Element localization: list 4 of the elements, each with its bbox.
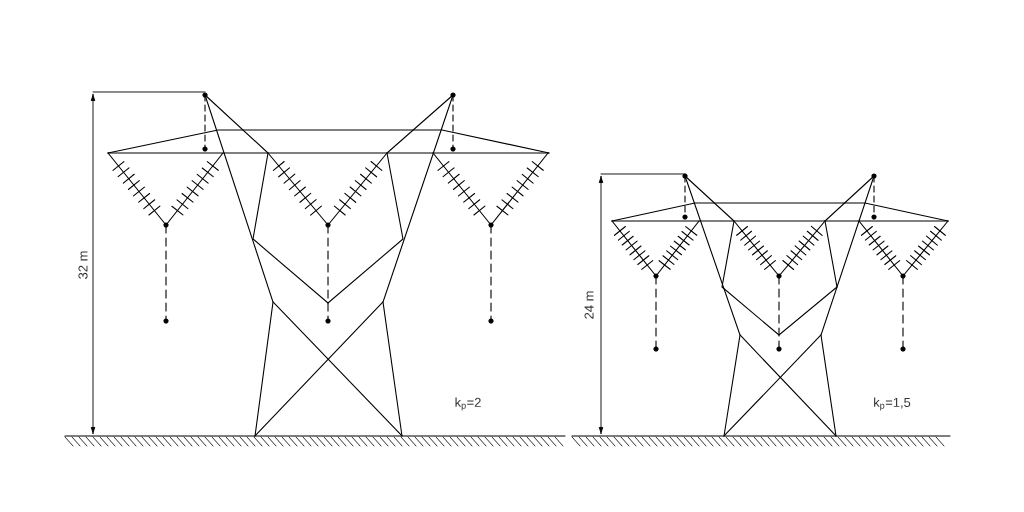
dimension-label: 24 m [584,291,594,319]
coefficient-label: k$_{p}$=1,5 [874,397,911,411]
coefficient-label: k$_{p}$=2 [455,397,481,411]
dimension-label: 32 m [78,251,88,279]
